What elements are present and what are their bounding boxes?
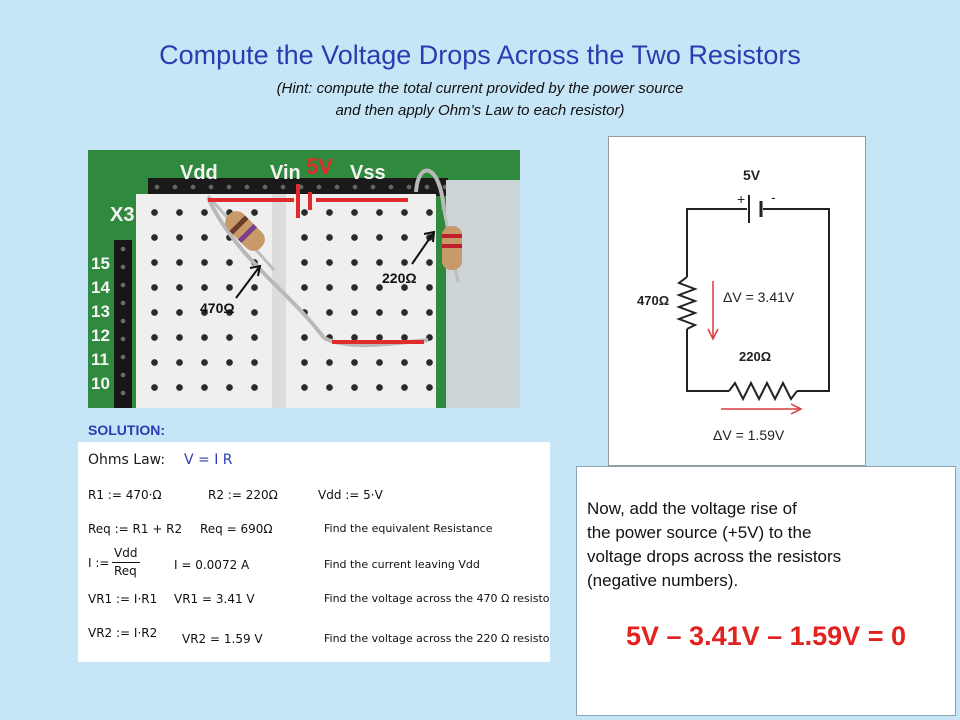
schematic-r2-label: 220Ω [739, 349, 772, 364]
vr2-result: VR2 = 1.59 V [182, 632, 263, 646]
current-result: I = 0.0072 A [174, 558, 250, 572]
r2-label: 220Ω [382, 270, 417, 286]
arrowhead [707, 328, 719, 341]
ohms-law-prefix: Ohms Law: [88, 452, 166, 468]
resistor-band [442, 234, 462, 238]
circuit-schematic: 5V + - 470Ω 220Ω ΔV = 3.41V ΔV = 1.59V [608, 136, 866, 466]
conclusion-box: Now, add the voltage rise of the power s… [576, 466, 956, 716]
pointer-arrow [235, 265, 261, 299]
solution-label: SOLUTION: [88, 422, 165, 438]
hint-line-2: and then apply Ohm’s Law to each resisto… [335, 102, 625, 119]
pointer-arrow [411, 231, 435, 265]
row-number: 11 [91, 350, 109, 369]
req-note: Find the equivalent Resistance [324, 522, 493, 535]
fraction-bar [112, 562, 140, 563]
hint-line-1: (Hint: compute the total current provide… [276, 80, 684, 97]
plus-sign: + [737, 191, 746, 207]
current-numerator: Vdd [114, 546, 138, 560]
wire [686, 329, 729, 392]
r2-definition: R2 := 220Ω [208, 488, 278, 502]
vr2-definition: VR2 := I·R2 [88, 626, 158, 640]
resistor-220-symbol [728, 380, 798, 402]
row-number: 10 [91, 374, 110, 393]
conclusion-line-2: the power source (+5V) to the [587, 523, 812, 542]
conclusion-line-1: Now, add the voltage rise of [587, 499, 797, 518]
schematic-source-label: 5V [743, 167, 761, 183]
photo-overlay [206, 168, 462, 348]
vdd-definition: Vdd := 5·V [318, 488, 383, 502]
resistor-band [237, 223, 258, 244]
breadboard-center-gap [272, 194, 286, 408]
jumper-wire [206, 197, 326, 340]
row-number: 14 [91, 278, 110, 297]
jumper-wire [414, 168, 446, 211]
arrowhead [790, 403, 803, 415]
silk-vss: Vss [350, 162, 386, 184]
row-number: 13 [91, 302, 110, 321]
resistor-band [229, 215, 249, 235]
pin-column [114, 240, 132, 408]
arrowhead [249, 264, 262, 277]
current-note: Find the current leaving Vdd [324, 558, 480, 571]
math-worksheet: Ohms Law: V = I R R1 := 470·Ω R2 := 220Ω… [78, 442, 550, 662]
slide-title: Compute the Voltage Drops Across the Two… [159, 40, 801, 70]
resistor-470-body [225, 211, 265, 251]
breadboard-holes [136, 194, 436, 408]
current-prefix: I := [88, 556, 110, 570]
kvl-equation: 5V – 3.41V – 1.59V = 0 [626, 621, 906, 651]
conclusion-line-4: (negative numbers). [587, 571, 739, 590]
row-number: 12 [91, 326, 110, 345]
delta-v-r2: ΔV = 1.59V [713, 427, 785, 443]
current-denominator: Req [114, 564, 137, 578]
silk-vdd: Vdd [180, 162, 218, 184]
resistor-470-symbol [676, 276, 698, 330]
schematic-r1-label: 470Ω [637, 293, 670, 308]
resistor-band [442, 244, 462, 248]
arrowhead [423, 230, 436, 243]
row-number: 15 [91, 254, 110, 273]
wire [686, 208, 747, 277]
breadboard-photo: Vdd Vin Vss X3 15 14 13 12 11 10 5V 470Ω… [88, 150, 520, 408]
req-result: Req = 690Ω [200, 522, 273, 536]
delta-v-r1: ΔV = 3.41V [723, 289, 795, 305]
req-definition: Req := R1 + R2 [88, 522, 183, 536]
vr2-note: Find the voltage across the 220 Ω resist… [324, 632, 550, 645]
board-edge [446, 180, 520, 408]
conclusion-line-3: voltage drops across the resistors [587, 547, 842, 566]
vr1-result: VR1 = 3.41 V [174, 592, 255, 606]
source-label: 5V [306, 154, 333, 179]
schematic-drawing [676, 195, 830, 415]
minus-sign: - [771, 189, 776, 205]
vr1-note: Find the voltage across the 470 Ω resist… [324, 592, 550, 605]
r1-label: 470Ω [200, 300, 235, 316]
silk-vin: Vin [270, 162, 301, 184]
r1-definition: R1 := 470·Ω [88, 488, 162, 502]
wire [763, 208, 830, 392]
ohms-law-formula: V = I R [184, 452, 233, 468]
vr1-definition: VR1 := I·R1 [88, 592, 158, 606]
silk-x3: X3 [110, 204, 135, 226]
